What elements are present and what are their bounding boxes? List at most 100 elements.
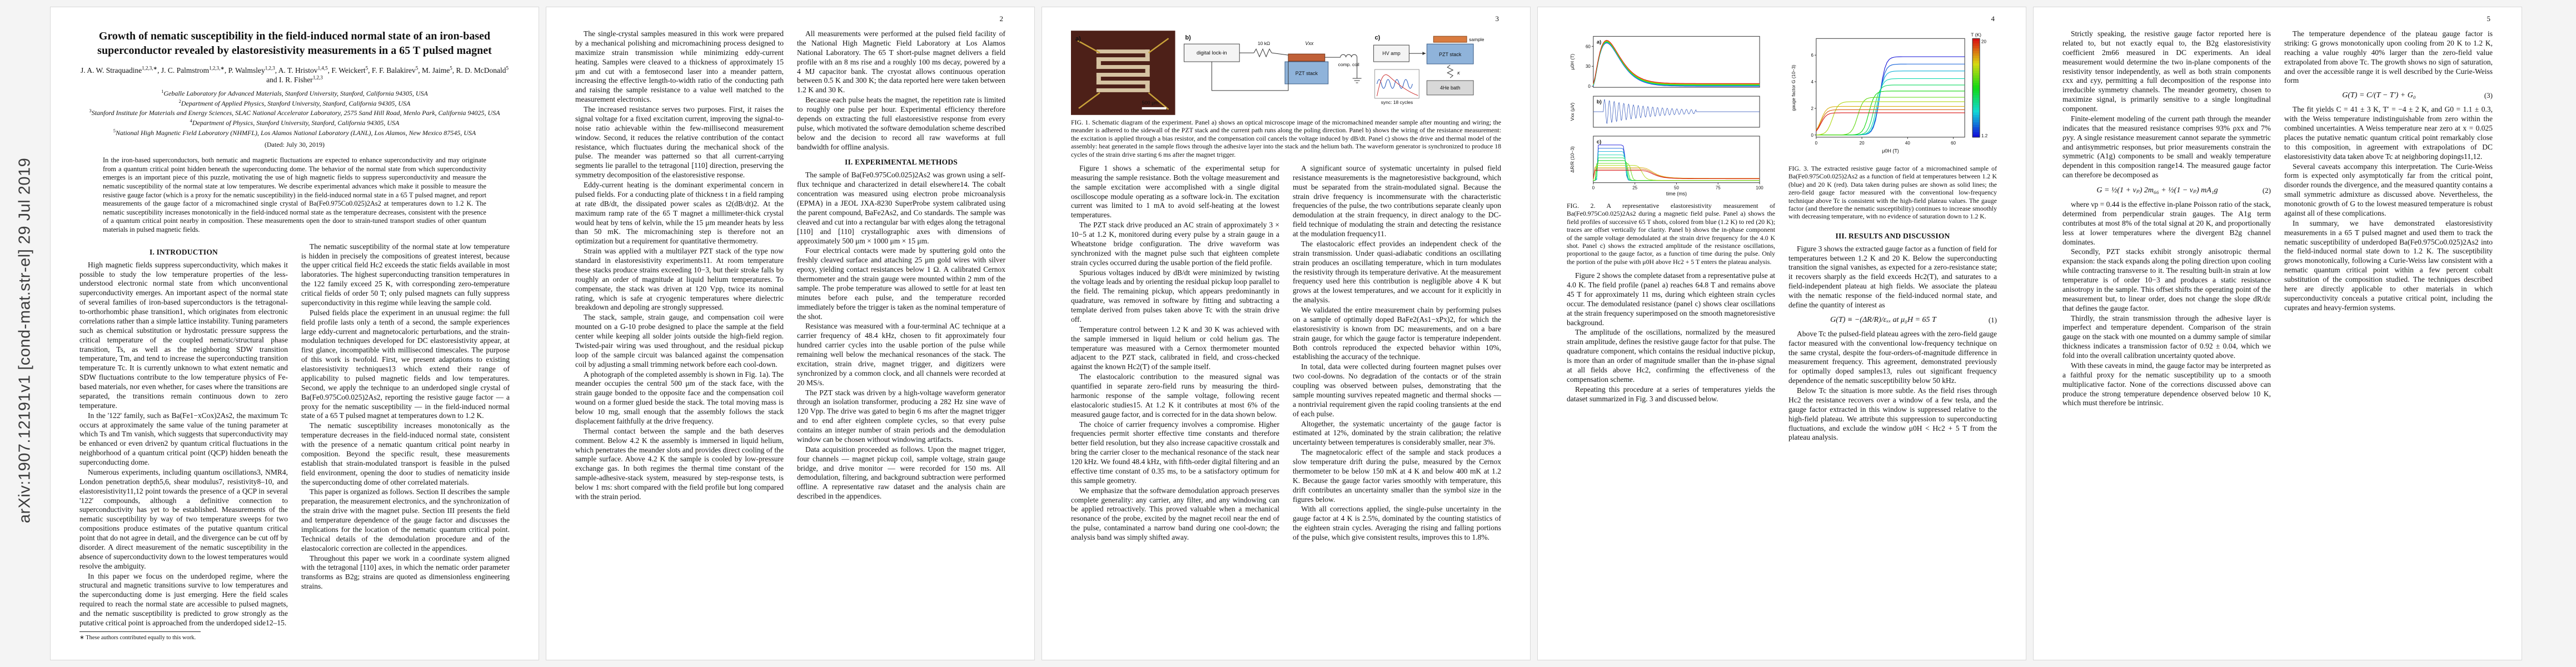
page-1: Growth of nematic susceptibility in the … bbox=[50, 7, 539, 660]
svg-text:PZT stack: PZT stack bbox=[1439, 52, 1462, 57]
paragraph: Temperature control between 1.2 K and 30… bbox=[1071, 325, 1279, 371]
author: , R. D. McDonald5 bbox=[452, 65, 509, 74]
abstract: In the iron-based superconductors, both … bbox=[103, 156, 486, 234]
affiliation: 5National High Magnetic Field Laboratory… bbox=[113, 127, 476, 137]
section-heading: I. INTRODUCTION bbox=[149, 247, 218, 256]
paragraph: Thermal contact between the sample and t… bbox=[575, 426, 784, 501]
column-right: A significant source of systematic uncer… bbox=[1293, 164, 1501, 641]
paragraph: Finite-element modeling of the current p… bbox=[2062, 114, 2271, 180]
svg-text:Vxx: Vxx bbox=[1305, 41, 1313, 46]
author: , P. Walmsley1,2,3 bbox=[224, 65, 275, 74]
paragraph: Repeating this procedure at a series of … bbox=[1567, 385, 1775, 403]
page-number: 3 bbox=[1495, 14, 1499, 23]
paragraph: In the '122' family, such as Ba(Fe1−xCox… bbox=[79, 411, 288, 467]
paragraph: The amplitude of the oscillations, norma… bbox=[1567, 328, 1775, 384]
svg-text:75: 75 bbox=[1716, 186, 1721, 191]
paragraph: Below Tc the situation is more subtle. A… bbox=[1788, 386, 1997, 442]
svg-text:a): a) bbox=[1597, 39, 1601, 45]
page-body: Strictly speaking, the resistive gauge f… bbox=[2062, 29, 2493, 641]
display-equation: G = ½(1 + νₚ) 2m₆₆ + ½(1 − νₚ) mA₁g(2) bbox=[2062, 186, 2271, 195]
paragraph: The single-crystal samples measured in t… bbox=[575, 29, 784, 104]
paragraph: In summary, we have demonstrated elastor… bbox=[2284, 218, 2493, 312]
paragraph: Numerous experiments, including quantum … bbox=[79, 467, 288, 570]
paragraph: Because each pulse heats the magnet, the… bbox=[797, 96, 1005, 151]
dateline: (Dated: July 30, 2019) bbox=[265, 141, 325, 149]
svg-text:μ0H (T): μ0H (T) bbox=[1569, 54, 1575, 70]
svg-text:c): c) bbox=[1597, 139, 1601, 145]
paragraph: The PZT stack was driven by a high-volta… bbox=[797, 388, 1005, 444]
column-right: The temperature dependence of the platea… bbox=[2284, 29, 2493, 641]
svg-text:Vxx (μV): Vxx (μV) bbox=[1569, 103, 1575, 121]
svg-text:c): c) bbox=[1375, 34, 1381, 41]
paragraph: Figure 2 shows the complete dataset from… bbox=[1567, 271, 1775, 327]
paragraph: The elastocaloric effect provides an ind… bbox=[1293, 239, 1501, 305]
author: , F. F. Balakirev5 bbox=[368, 65, 418, 74]
column-right: All measurements were performed at the p… bbox=[797, 29, 1005, 641]
pages-container: Growth of nematic susceptibility in the … bbox=[50, 7, 2522, 660]
page-number: 2 bbox=[999, 14, 1004, 23]
column-right: The nematic susceptibility of the normal… bbox=[301, 242, 510, 641]
paragraph: The nematic susceptibility of the normal… bbox=[301, 242, 510, 307]
svg-text:ΔR/R (10−3): ΔR/R (10−3) bbox=[1569, 146, 1575, 172]
paragraph: With these caveats in mind, the gauge fa… bbox=[2062, 361, 2271, 407]
paragraph: Strain was applied with a multilayer PZT… bbox=[575, 247, 784, 312]
svg-text:10 kΩ: 10 kΩ bbox=[1258, 41, 1270, 46]
svg-text:60: 60 bbox=[1586, 44, 1591, 49]
page-3: 3 a) 500 μm b) digital lock-in 10 kΩ PZT… bbox=[1042, 7, 1531, 660]
svg-text:60: 60 bbox=[1951, 141, 1956, 146]
svg-text:20: 20 bbox=[1860, 141, 1865, 146]
svg-text:2: 2 bbox=[1811, 106, 1813, 111]
svg-text:κ: κ bbox=[1457, 70, 1460, 76]
page-body: The single-crystal samples measured in t… bbox=[575, 29, 1005, 641]
paragraph: All measurements were performed at the p… bbox=[797, 29, 1005, 94]
svg-text:6: 6 bbox=[1811, 53, 1813, 58]
paragraph: The temperature dependence of the platea… bbox=[2284, 29, 2493, 85]
svg-text:time (ms): time (ms) bbox=[1666, 191, 1687, 197]
svg-text:0: 0 bbox=[1811, 133, 1813, 138]
paragraph: Several caveats accompany this interpret… bbox=[2284, 162, 2493, 217]
svg-text:b): b) bbox=[1185, 34, 1191, 41]
column-left: Strictly speaking, the resistive gauge f… bbox=[2062, 29, 2271, 641]
columns: The single-crystal samples measured in t… bbox=[575, 29, 1005, 641]
svg-text:μ0H (T): μ0H (T) bbox=[1882, 148, 1899, 154]
paragraph: The stack, sample, strain gauge, and com… bbox=[575, 313, 784, 369]
equation-number: (2) bbox=[2262, 186, 2271, 195]
column-left: The single-crystal samples measured in t… bbox=[575, 29, 784, 641]
paragraph: We validated the entire measurement chai… bbox=[1293, 306, 1501, 361]
paragraph: Secondly, PZT stacks exhibit strongly an… bbox=[2062, 247, 2271, 312]
display-equation: G(T) ≡ −(ΔR/R)/εₓₓ at μ₀H = 65 T(1) bbox=[1788, 316, 1997, 325]
figure-caption: FIG. 3. The extracted resistive gauge fa… bbox=[1788, 165, 1997, 221]
svg-text:sync: 18 cycles: sync: 18 cycles bbox=[1381, 99, 1413, 105]
affiliation-list: 1Geballe Laboratory for Advanced Materia… bbox=[79, 88, 510, 137]
paragraph: Spurious voltages induced by dB/dt were … bbox=[1071, 268, 1279, 323]
equation-body: G(T) ≡ −(ΔR/R)/εₓₓ at μ₀H = 65 T bbox=[1830, 315, 1936, 324]
paragraph: Four electrical contacts were made by sp… bbox=[797, 246, 1005, 321]
footnote: ∗ These authors contributed equally to t… bbox=[79, 631, 201, 641]
paragraph: The increased resistance serves two purp… bbox=[575, 105, 784, 180]
svg-text:4: 4 bbox=[1811, 79, 1813, 84]
svg-text:4He bath: 4He bath bbox=[1440, 85, 1460, 91]
svg-text:comp. coil: comp. coil bbox=[1338, 62, 1359, 67]
svg-text:HV amp: HV amp bbox=[1382, 51, 1400, 56]
paragraph: The fit yields C = 41 ± 3 K, T′ = −4 ± 2… bbox=[2284, 105, 2493, 161]
svg-text:1.2: 1.2 bbox=[1981, 133, 1988, 138]
svg-text:0: 0 bbox=[1592, 186, 1595, 191]
paragraph: The PZT stack drive produced an AC strai… bbox=[1071, 221, 1279, 267]
equation-body: G(T) = C/(T − T′) + G₀ bbox=[2342, 91, 2416, 100]
svg-text:gauge factor G (10−3): gauge factor G (10−3) bbox=[1791, 64, 1796, 111]
paragraph: Throughout this paper we work in a coord… bbox=[301, 554, 510, 591]
paragraph: Figure 1 shows a schematic of the experi… bbox=[1071, 163, 1279, 220]
svg-text:20: 20 bbox=[1981, 39, 1986, 44]
paragraph: Pulsed fields place the experiment in an… bbox=[301, 308, 510, 420]
columns: Strictly speaking, the resistive gauge f… bbox=[2062, 29, 2493, 641]
